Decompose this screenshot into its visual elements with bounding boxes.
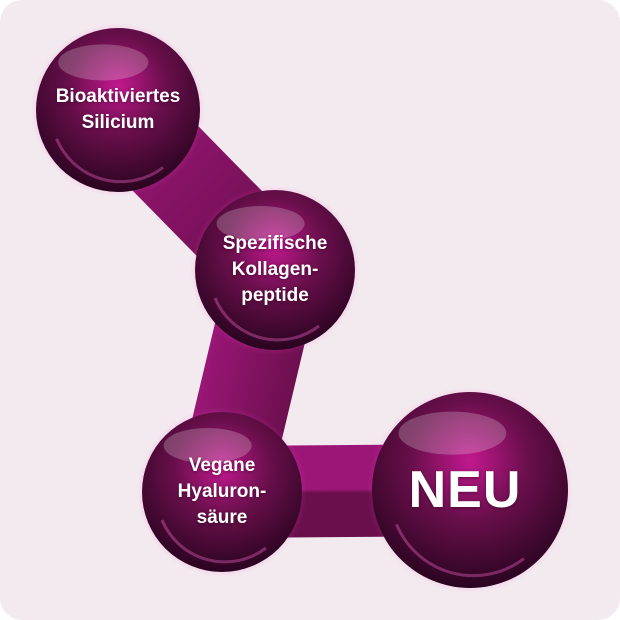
sphere-silicium	[36, 28, 200, 192]
label-line: Kollagen-	[231, 259, 319, 280]
sphere-rim-silicium	[55, 138, 165, 184]
node-label-kollagen: Spezifische Kollagen- peptide	[223, 231, 328, 309]
sphere-neu	[372, 392, 568, 588]
sphere-hyaluron	[142, 412, 302, 572]
label-line: Spezifische	[222, 233, 328, 254]
sphere-highlight-kollagen	[216, 206, 305, 242]
sphere-rim-neu	[395, 523, 525, 578]
label-line: Silicium	[81, 112, 155, 133]
node-label-neu: NEU	[409, 462, 522, 518]
label-line: säure	[196, 507, 248, 528]
node-label-hyaluron: Vegane Hyaluron- säure	[178, 453, 267, 531]
sphere-kollagen	[195, 190, 355, 350]
sphere-highlight-neu	[398, 411, 507, 455]
sphere-rim-kollagen	[213, 297, 320, 342]
sphere-highlight-hyaluron	[163, 428, 252, 464]
label-line: Bioaktiviertes	[55, 86, 181, 107]
label-line: Hyaluron-	[177, 481, 267, 502]
node-label-silicium: Bioaktiviertes Silicium	[56, 84, 181, 136]
label-line: Vegane	[188, 455, 256, 476]
sphere-highlight-silicium	[58, 44, 149, 81]
label-line: peptide	[241, 285, 309, 306]
sphere-rim-hyaluron	[160, 519, 267, 564]
label-line: NEU	[408, 461, 522, 519]
sphere-group	[31, 23, 573, 593]
